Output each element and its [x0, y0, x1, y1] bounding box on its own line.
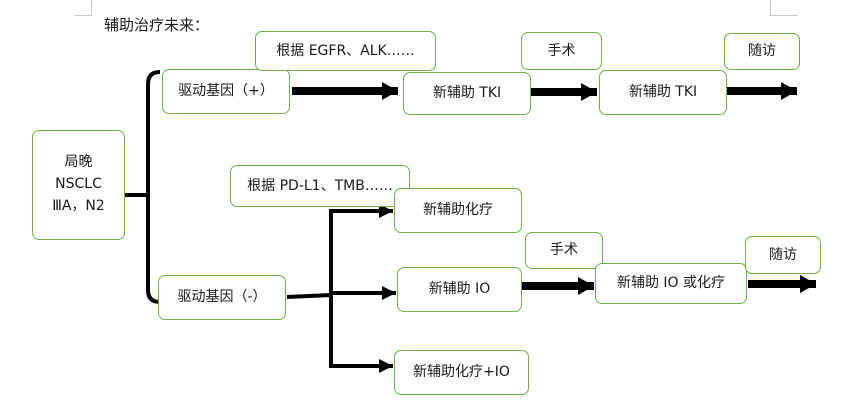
page-corner-mark-left-vertical [91, 0, 92, 16]
node-neoadjuvant-chemo: 新辅助化疗 [394, 188, 522, 233]
node-neoadjuvant-io: 新辅助 IO [397, 267, 522, 312]
node-neoadjuvant-io-or-chemo: 新辅助 IO 或化疗 [595, 263, 747, 304]
node-followup-2: 随访 [745, 236, 821, 274]
page-corner-mark-right-vertical [770, 0, 771, 16]
page-title: 辅助治疗未来： [104, 16, 210, 34]
node-driver-gene-negative: 驱动基因（-） [158, 275, 286, 320]
node-basis-pdl1-tmb: 根据 PD-L1、TMB…… [230, 165, 410, 207]
connector-driver-neg-to-branch [286, 293, 332, 299]
node-driver-gene-positive: 驱动基因（+） [162, 69, 290, 114]
main-bracket [146, 70, 161, 304]
node-surgery-2: 手术 [525, 232, 603, 269]
node-neoadjuvant-tki-1: 新辅助 TKI [403, 72, 531, 115]
node-neoadjuvant-tki-2: 新辅助 TKI [599, 70, 727, 115]
root-line-3: ⅢA，N2 [52, 197, 105, 214]
page-corner-mark-right-horizontal [770, 15, 798, 16]
root-line-2: NSCLC [55, 176, 102, 193]
node-root-locally-advanced-nsclc: 局晚 NSCLC ⅢA，N2 [32, 130, 125, 240]
node-basis-egfr-alk: 根据 EGFR、ALK…… [255, 31, 436, 71]
page-corner-mark-left-horizontal [75, 15, 92, 16]
node-neoadjuvant-chemo-plus-io: 新辅助化疗+IO [394, 350, 529, 395]
node-surgery-1: 手术 [521, 32, 602, 70]
node-followup-1: 随访 [724, 33, 800, 70]
root-line-1: 局晚 [64, 154, 93, 171]
